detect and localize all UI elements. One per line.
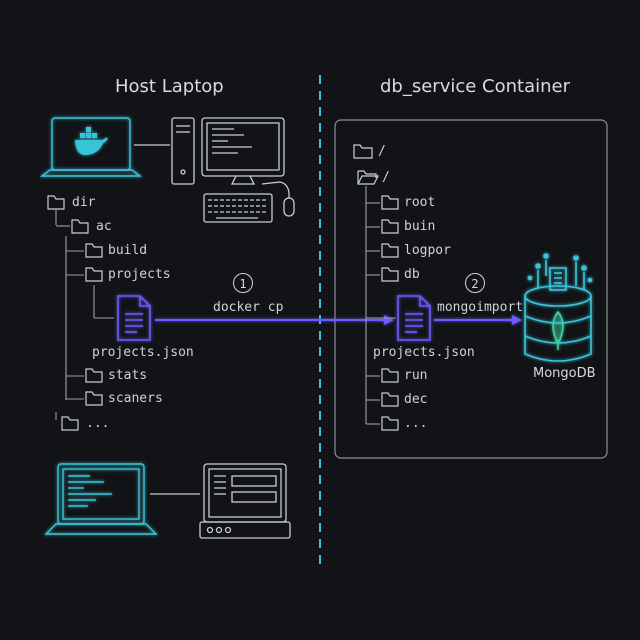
host-tree-item: projects — [108, 267, 171, 282]
transfer-arrows — [155, 315, 522, 325]
folder-icon — [381, 416, 399, 431]
step-2-label: mongoimport — [437, 300, 524, 315]
host-tree-root: dir — [72, 195, 96, 210]
folder-icon — [381, 243, 399, 258]
container-tree-item: db — [404, 267, 420, 282]
folder-icon — [381, 195, 399, 210]
host-tree-item: ac — [96, 219, 112, 234]
docker-icon — [75, 127, 108, 155]
container-tree-item: buin — [404, 219, 436, 234]
laptop-icon — [44, 463, 158, 535]
folder-icon — [85, 391, 103, 406]
container-tree-item: ... — [404, 416, 428, 431]
container-tree-item: logpor — [404, 243, 451, 258]
host-tree-lines — [55, 210, 114, 420]
container-box — [334, 119, 608, 459]
folder-open-icon — [357, 170, 379, 185]
host-folder-icons — [47, 195, 103, 431]
folder-icon — [381, 368, 399, 383]
step-1-badge: 1 — [233, 273, 253, 293]
container-tree-item: dec — [404, 392, 428, 407]
folder-icon — [85, 243, 103, 258]
container-file-label: projects.json — [373, 345, 475, 360]
desktop-computer-icon — [171, 117, 295, 223]
container-tree-lines — [365, 186, 396, 425]
mongodb-label: MongoDB — [533, 366, 596, 381]
json-file-icon — [397, 295, 431, 341]
container-tree-item: run — [404, 368, 428, 383]
container-tree-item: root — [404, 195, 436, 210]
folder-icon — [353, 144, 373, 159]
container-tree-root-top: / — [378, 144, 386, 159]
folder-icon — [85, 368, 103, 383]
host-file-label: projects.json — [92, 345, 194, 360]
json-file-icon — [117, 295, 151, 341]
folder-icon — [61, 416, 79, 431]
laptop-docker-icon — [39, 117, 143, 177]
container-title: db_service Container — [380, 76, 571, 97]
host-tree-item: stats — [108, 368, 148, 383]
container-folder-icons — [353, 144, 399, 431]
step-1-label: docker cp — [213, 300, 284, 315]
host-title: Host Laptop — [115, 76, 224, 97]
host-tree-item: scaners — [108, 391, 163, 406]
mongodb-icon — [524, 253, 593, 362]
folder-icon — [47, 195, 65, 210]
host-tree-item: ... — [86, 416, 110, 431]
folder-icon — [71, 219, 89, 234]
folder-icon — [381, 392, 399, 407]
step-2-badge: 2 — [465, 273, 485, 293]
terminal-device-icon — [199, 463, 291, 539]
container-tree-root: / — [382, 170, 390, 185]
folder-icon — [85, 267, 103, 282]
folder-icon — [381, 267, 399, 282]
folder-icon — [381, 219, 399, 234]
host-tree-item: build — [108, 243, 148, 258]
